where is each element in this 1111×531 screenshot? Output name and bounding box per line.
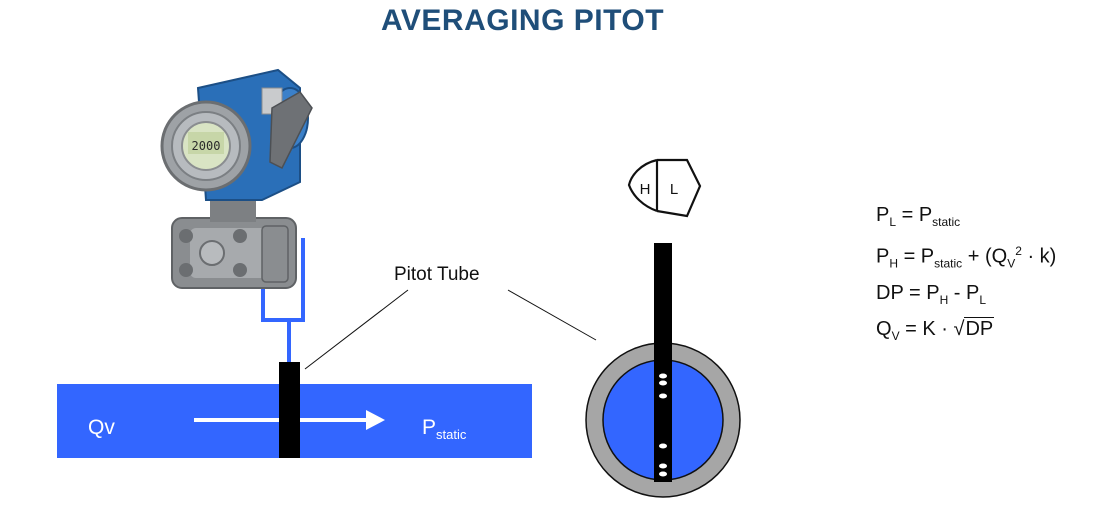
- formula-pl-rest1: = P: [896, 204, 933, 226]
- formula-dp-a: DP = P: [876, 281, 940, 304]
- formula-pl: PL = Pstatic: [876, 201, 1056, 237]
- formula-ph-q-sub: V: [1007, 256, 1016, 271]
- formula-dp-rest1-sub: L: [979, 292, 987, 307]
- formula-dp: DP = PH - PL: [876, 279, 1056, 315]
- pressure-transmitter: [160, 68, 313, 289]
- formula-pl-a-sub: L: [889, 215, 897, 229]
- p-static-main: P: [422, 416, 437, 439]
- formula-ph-rest2: + (Q: [962, 245, 1008, 268]
- formula-ph-rest1: = P: [898, 245, 935, 268]
- flow-label: Qv: [88, 416, 115, 439]
- formula-ph-rest3: · k): [1021, 245, 1057, 268]
- formula-block: PL = Pstatic PH = Pstatic + (QV2 · k) DP…: [876, 201, 1056, 351]
- pitot-tube-leader-right: [507, 289, 597, 341]
- formula-dp-rest1: - P: [948, 281, 980, 304]
- formula-pl-a: P: [876, 204, 890, 226]
- pitot-tube-leader-left: [304, 289, 409, 370]
- impulse-lines: [261, 238, 305, 362]
- formula-qv-rest1: = K ·: [899, 317, 954, 340]
- formula-qv-a: Q: [876, 317, 892, 340]
- probe-ports: [659, 373, 667, 477]
- pitot-probe-section: [654, 243, 672, 482]
- pitot-probe-side: [279, 362, 300, 458]
- formula-pl-rest1-sub: static: [932, 215, 961, 229]
- probe-low-label: L: [670, 181, 678, 198]
- formula-ph-sq: 2: [1015, 244, 1022, 258]
- p-static-sub: static: [436, 427, 467, 443]
- transmitter-display-value: 2000: [192, 139, 221, 153]
- pitot-tube-label: Pitot Tube: [394, 264, 480, 285]
- formula-dp-a-sub: H: [939, 292, 949, 307]
- formula-ph-a-sub: H: [889, 256, 899, 271]
- formula-ph-rest1-sub: static: [934, 256, 963, 271]
- probe-profile-shape: [627, 158, 702, 218]
- p-static-label: Pstatic: [422, 416, 466, 442]
- formula-ph-a: P: [876, 245, 890, 268]
- diagram-title: AVERAGING PITOT: [380, 4, 665, 37]
- formula-qv-a-sub: V: [891, 328, 900, 343]
- formula-qv-radicand: DP: [964, 316, 995, 340]
- formula-ph: PH = Pstatic + (QV2 · k): [876, 237, 1056, 279]
- probe-high-label: H: [640, 181, 651, 198]
- formula-qv-root-sign: √: [953, 317, 965, 340]
- formula-qv: QV = K · √DP: [876, 315, 1056, 351]
